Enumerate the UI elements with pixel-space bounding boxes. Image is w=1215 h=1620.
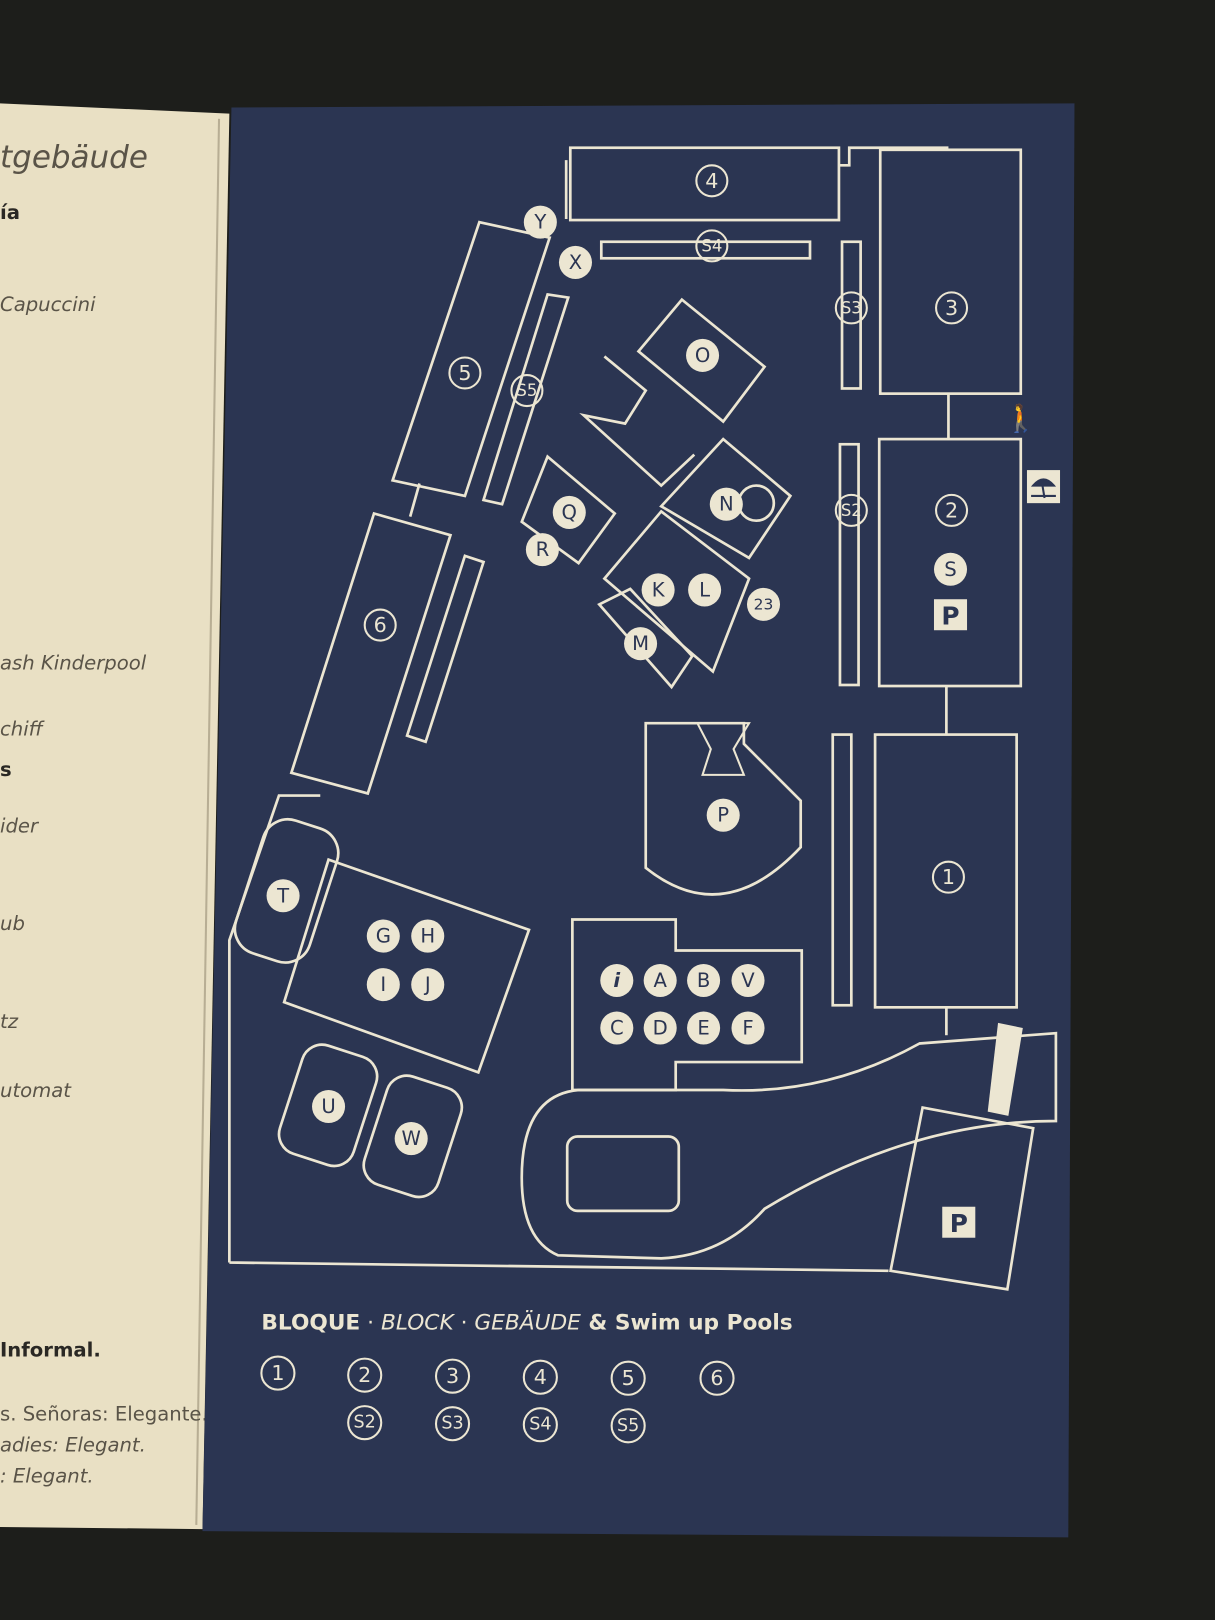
- facility-m: M: [632, 632, 649, 655]
- left-line: tz: [0, 1010, 19, 1033]
- map-page: [202, 103, 1075, 1538]
- info-icon: i: [613, 969, 620, 992]
- left-line: utomat: [0, 1079, 72, 1102]
- legend-block-6: 6: [710, 1366, 723, 1390]
- facility-c: C: [610, 1016, 624, 1039]
- facility-g: G: [376, 925, 391, 948]
- legend-title: BLOQUE · BLOCK · GEBÄUDE & Swim up Pools: [261, 1310, 792, 1336]
- pedestrian-icon: 🚶: [1004, 403, 1037, 435]
- left-line: chiff: [0, 718, 45, 741]
- facility-t: T: [276, 884, 290, 907]
- facility-o: O: [695, 344, 710, 367]
- facility-23: 23: [754, 595, 774, 613]
- left-line: ash Kinderpool: [0, 651, 147, 674]
- facility-a: A: [653, 969, 667, 992]
- legend-pool-s5: S5: [617, 1416, 639, 1436]
- legend-block-1: 1: [271, 1361, 284, 1385]
- facility-e: E: [697, 1016, 709, 1039]
- dress-code-line: adies: Elegant.: [0, 1434, 146, 1457]
- left-line: Capuccini: [0, 293, 96, 316]
- facility-x: X: [569, 251, 582, 274]
- block-1-label: 1: [942, 865, 955, 889]
- dress-code-line: : Elegant.: [0, 1465, 94, 1488]
- facility-h: H: [420, 925, 435, 948]
- dress-code-line: Informal.: [0, 1339, 101, 1362]
- facility-f: F: [742, 1016, 753, 1039]
- pool-s3-label: S3: [841, 298, 862, 317]
- site-map: [228, 146, 1058, 1291]
- facility-q: Q: [562, 501, 577, 524]
- block-2-label: 2: [945, 498, 958, 522]
- facility-s: S: [944, 558, 956, 581]
- parking-icon: P: [941, 601, 959, 630]
- facility-j: J: [423, 973, 431, 996]
- facility-w: W: [401, 1127, 420, 1150]
- block-6-label: 6: [374, 613, 387, 637]
- facility-v: V: [741, 969, 755, 992]
- facility-l: L: [699, 578, 710, 601]
- legend: BLOQUE · BLOCK · GEBÄUDE & Swim up Pools…: [260, 1310, 793, 1444]
- pool-s2-label: S2: [841, 501, 862, 520]
- left-line: ub: [0, 912, 25, 935]
- facility-d: D: [653, 1016, 668, 1039]
- left-page: tgebäude ía Capuccini ash Kinderpool chi…: [0, 103, 230, 1530]
- pool-s5-label: S5: [516, 381, 537, 400]
- left-line: ía: [0, 201, 20, 224]
- legend-block-3: 3: [446, 1364, 459, 1388]
- facility-k: K: [652, 578, 666, 601]
- facility-y: Y: [533, 211, 547, 234]
- block-3-label: 3: [945, 296, 958, 320]
- legend-block-4: 4: [534, 1365, 547, 1389]
- legend-pool-s4: S4: [529, 1415, 551, 1435]
- left-line: ider: [0, 815, 40, 838]
- legend-block-5: 5: [622, 1366, 635, 1390]
- facility-i: I: [380, 973, 386, 996]
- legend-pool-s3: S3: [441, 1414, 463, 1434]
- block-labels: 1 2 3 4 5 6 S2 S3 S4 S5: [363, 164, 969, 894]
- facility-b: B: [697, 969, 710, 992]
- legend-block-2: 2: [358, 1363, 371, 1387]
- legend-pool-s2: S2: [354, 1413, 376, 1433]
- left-line: s: [0, 758, 12, 781]
- block-5-label: 5: [458, 361, 471, 385]
- facility-r: R: [536, 538, 550, 561]
- facility-n: N: [719, 493, 734, 516]
- block-4-label: 4: [705, 169, 718, 193]
- dress-code-line: s. Señoras: Elegante.: [0, 1403, 208, 1426]
- left-heading: tgebäude: [0, 139, 148, 175]
- parking-icon: P: [950, 1209, 968, 1238]
- facility-u: U: [321, 1095, 335, 1118]
- facility-markers: A B C D E F G H I J K L M N O P Q R S T …: [266, 205, 1061, 1238]
- facility-p: P: [717, 804, 729, 827]
- pool-s4-label: S4: [701, 236, 722, 255]
